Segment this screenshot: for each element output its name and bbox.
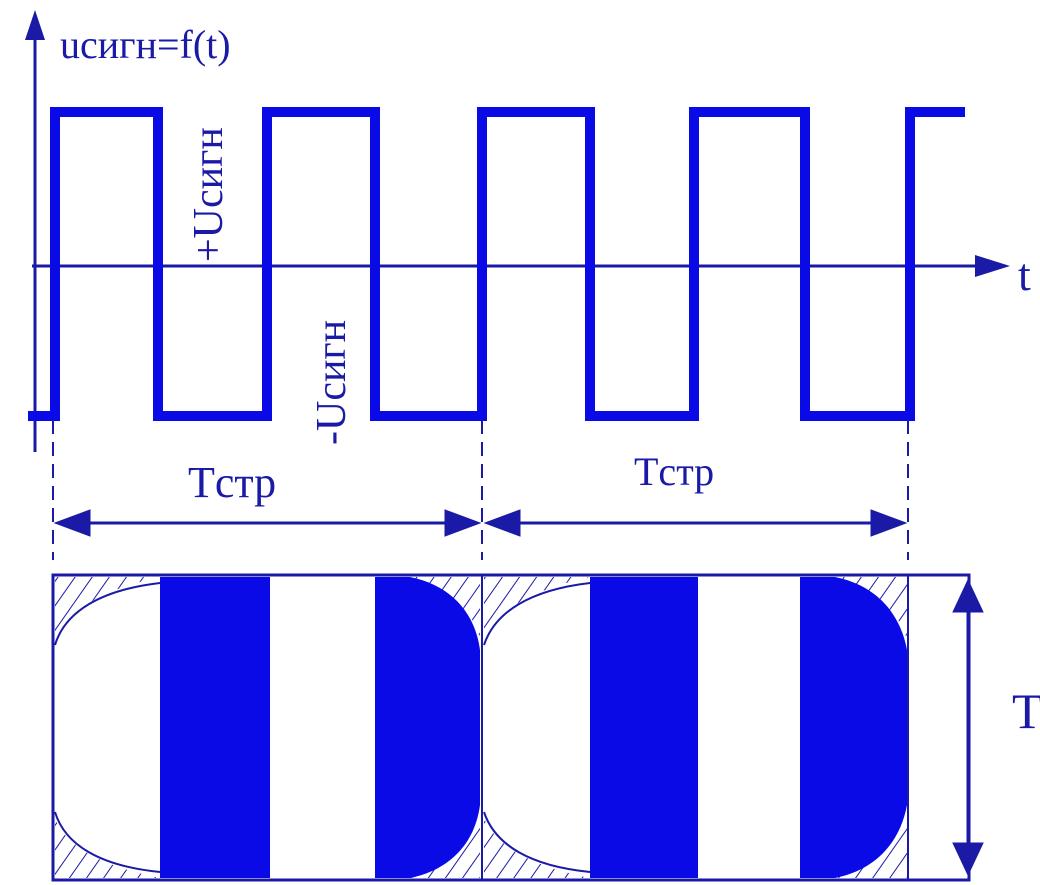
screen-raster	[51, 573, 971, 882]
x-axis-label: t	[1018, 249, 1031, 300]
y-axis-label: uсигн=f(t)	[60, 22, 231, 67]
period-label-left: Tстр	[188, 458, 276, 507]
y-axis	[25, 10, 45, 452]
plus-amplitude-label: +Uсигн	[186, 127, 232, 262]
x-axis	[32, 255, 1010, 277]
dark-band	[160, 577, 270, 878]
dark-band	[590, 577, 698, 878]
period-label-right: Tстр	[634, 449, 714, 494]
dark-band	[375, 577, 480, 878]
screen-height-label: T	[1012, 683, 1040, 739]
period-arrow-left	[53, 509, 482, 537]
period-guides	[52, 420, 909, 560]
square-wave-signal	[28, 107, 965, 421]
dark-band	[800, 577, 907, 878]
period-arrow-right	[483, 509, 908, 537]
screen-height-arrow	[952, 578, 984, 877]
minus-amplitude-label: -Uсигн	[309, 320, 355, 445]
